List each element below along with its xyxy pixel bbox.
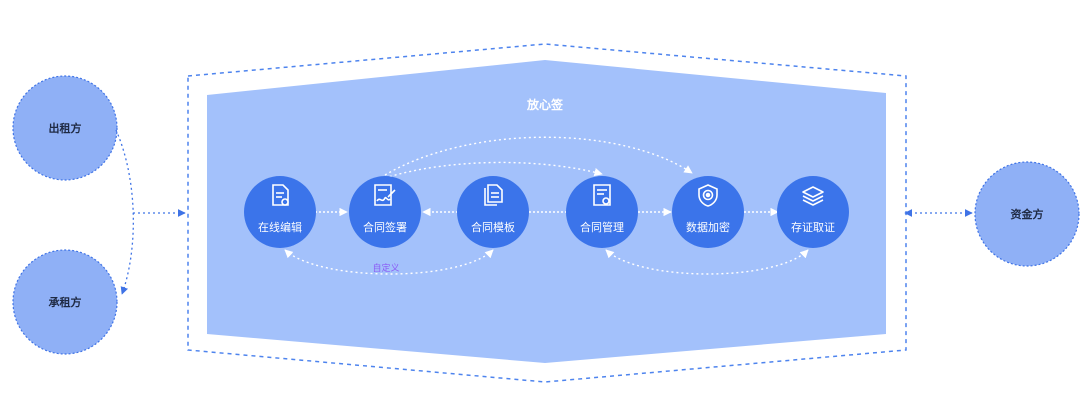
node-contract-manage-label: 合同管理 [580, 220, 624, 234]
signature-icon [374, 184, 396, 206]
party-lessor-label: 出租方 [49, 121, 82, 135]
party-lessee-label: 承租方 [49, 295, 82, 309]
document-edit-icon [272, 184, 289, 206]
arc-edit-template-bidirectional [284, 249, 494, 275]
arc-sign-to-manage [384, 161, 603, 179]
arc-manage-evidence-bidirectional [605, 249, 809, 275]
node-evidence-label: 存证取证 [791, 220, 835, 234]
party-lessee: 承租方 [12, 249, 118, 355]
document-manage-icon [593, 184, 611, 206]
node-contract-manage: 合同管理 [566, 176, 638, 248]
party-funder-label: 资金方 [1011, 207, 1044, 221]
node-contract-sign: 合同签署 [349, 176, 421, 248]
lessor-to-lessee-arrow [115, 129, 134, 295]
node-contract-template-label: 合同模板 [471, 220, 515, 234]
node-data-encrypt-label: 数据加密 [686, 220, 730, 234]
node-evidence: 存证取证 [777, 176, 849, 248]
party-lessor: 出租方 [12, 75, 118, 181]
node-online-edit: 在线编辑 [244, 176, 316, 248]
platform-title: 放心签 [526, 97, 564, 112]
node-data-encrypt: 数据加密 [672, 176, 744, 248]
node-contract-template: 合同模板 [457, 176, 529, 248]
template-copy-icon [484, 184, 503, 206]
custom-annotation: 自定义 [372, 262, 399, 274]
node-online-edit-label: 在线编辑 [258, 220, 302, 234]
arc-sign-to-encrypt [384, 136, 693, 176]
platform-outer-boundary [187, 43, 907, 383]
shield-icon [698, 184, 718, 207]
node-contract-sign-label: 合同签署 [363, 220, 407, 234]
layers-icon [802, 186, 824, 206]
party-funder: 资金方 [974, 161, 1080, 267]
